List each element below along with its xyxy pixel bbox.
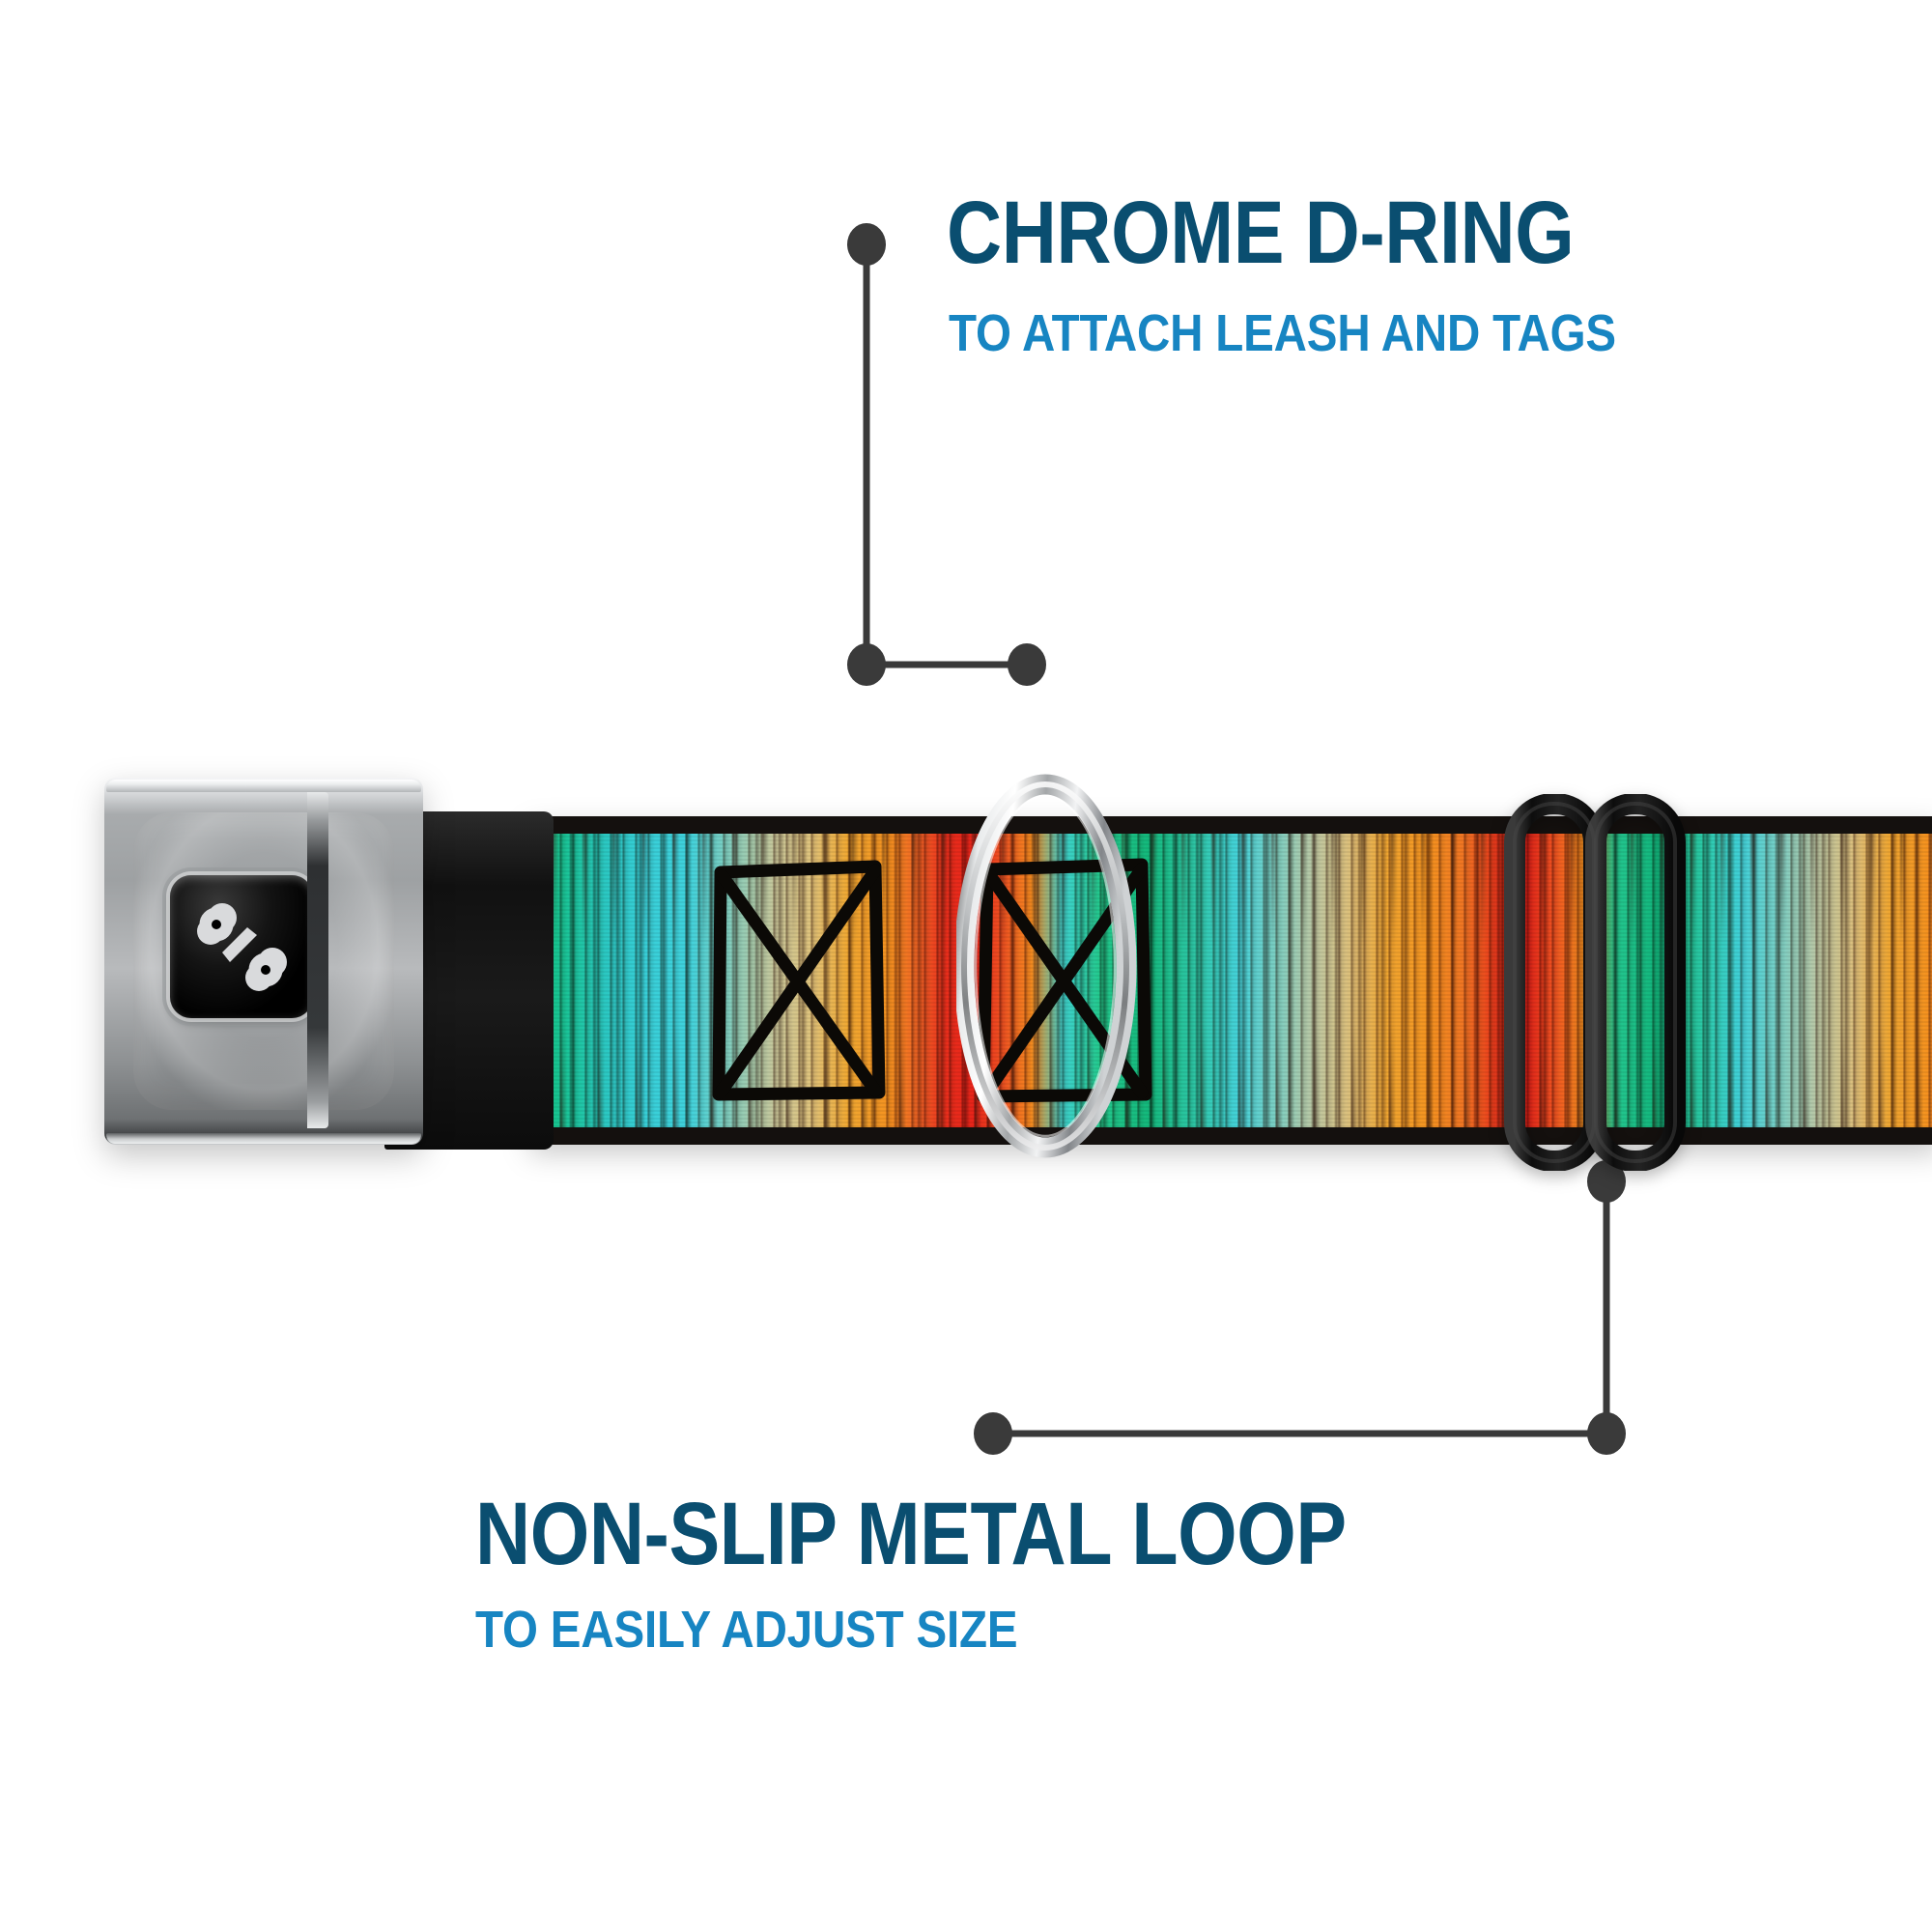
chrome-seatbelt-buckle [104,778,423,1145]
buckle-top-rail [106,780,421,792]
callout-subtitle-chrome-d-ring: TO ATTACH LEASH AND TAGS [949,304,1616,362]
dog-bone-icon [197,903,287,991]
strap-drip-bottom [529,1025,1932,1131]
buckle-button-plate [170,875,313,1018]
collar-strap [529,816,1932,1145]
buckle-latch-lip [307,792,328,1128]
buckle-bottom-rail [106,1133,421,1144]
strap-x-box-motifs [712,858,1152,1103]
callout-subtitle-non-slip-metal-loop: TO EASILY ADJUST SIZE [475,1601,1018,1659]
chrome-d-ring [956,774,1137,1158]
non-slip-metal-loop [1504,794,1686,1171]
callout-title-non-slip-metal-loop: NON-SLIP METAL LOOP [475,1485,1347,1583]
callout-title-chrome-d-ring: CHROME D-RING [947,184,1575,282]
